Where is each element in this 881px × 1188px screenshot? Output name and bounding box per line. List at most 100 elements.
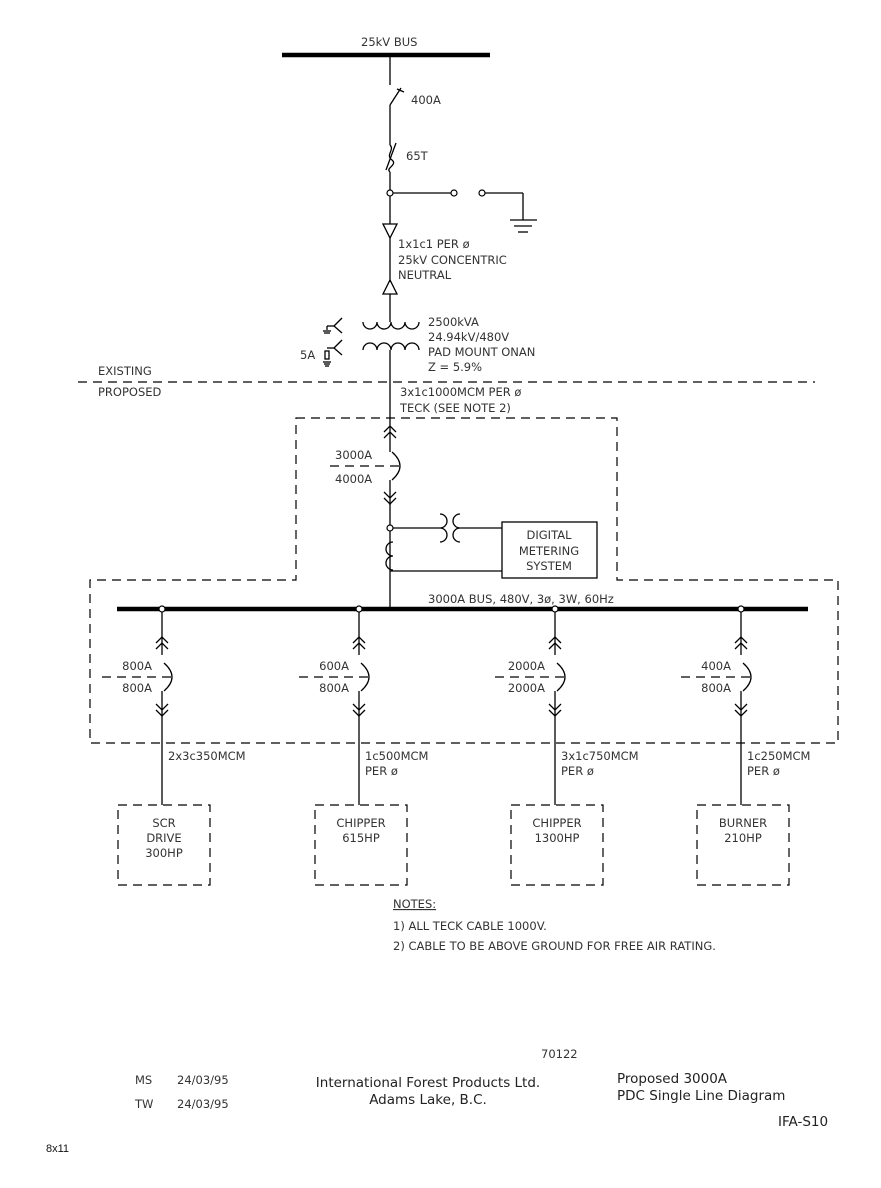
bus-tap-node [158,605,166,613]
draw-out-contact-icon [548,636,562,644]
draw-out-contact-icon [734,642,748,650]
potential-transformer-icon [439,513,461,543]
primary-cable-line-1: 1x1c1 PER ø [398,237,470,251]
feeder-cable-label: PER ø [365,764,398,778]
note-1: 1) ALL TECK CABLE 1000V. [393,919,547,933]
load-box [510,804,604,886]
feeder-cable-label: 1c500MCM [365,749,428,763]
feeder-frame-rating: 2000A [508,681,545,695]
breaker-arc-icon [163,662,173,692]
current-transformer-icon [385,541,394,571]
secondary-cable-line-1: 3x1c1000MCM PER ø [400,385,521,399]
metering-line-1: DIGITAL [527,528,573,542]
load-label: DRIVE [146,831,181,845]
draw-out-contact-icon [155,636,169,644]
feeder-frame-rating: 800A [701,681,731,695]
load-label: SCR [152,816,175,830]
transformer-icon [362,321,420,351]
drawing-number: IFA-S10 [778,1114,828,1130]
ground-switch-contact [478,189,486,197]
draw-out-contact-icon [155,642,169,650]
drawing-title-line-2: PDC Single Line Diagram [617,1088,785,1104]
sheet-size: 8x11 [46,1143,69,1155]
breaker-arc-icon [742,662,752,692]
draw-out-contact-icon [734,709,748,717]
ground-resistor-rating: 5A [300,348,315,362]
notes-title: NOTES: [393,897,436,911]
bus-tap-node [355,605,363,613]
load-box [117,804,211,886]
revision-1-initials: MS [135,1073,152,1087]
company-location: Adams Lake, B.C. [369,1092,487,1108]
main-breaker-frame: 4000A [335,472,372,486]
switch-rating: 400A [411,93,441,107]
revision-1-date: 24/03/95 [177,1073,229,1087]
draw-out-contact-icon [548,642,562,650]
switchgear-enclosure [89,417,839,744]
bus-tap-node [737,605,745,613]
bus-tap-node [551,605,559,613]
ground-icon [510,193,537,233]
transformer-kva: 2500kVA [428,315,479,329]
feeder-cable-label: PER ø [561,764,594,778]
draw-out-contact-icon [155,703,169,711]
metering-line-3: SYSTEM [526,559,572,573]
breaker-arc-icon [556,662,566,692]
main-breaker-trip: 3000A [335,448,372,462]
drawing-title-line-1: Proposed 3000A [617,1071,728,1087]
feeder-cable-label: 1c250MCM [747,749,810,763]
fuse-rating: 65T [406,149,429,163]
feeder-cable-label: 3x1c750MCM [561,749,639,763]
feeder-cable-label: PER ø [747,764,780,778]
revision-2-date: 24/03/95 [177,1097,229,1111]
main-breaker-icon [383,425,401,505]
25kv-bus-label: 25kV BUS [361,35,417,49]
draw-out-contact-icon [548,703,562,711]
proposed-label: PROPOSED [98,385,162,399]
breaker-arc-icon [360,662,370,692]
draw-out-contact-icon [734,703,748,711]
load-label: BURNER [719,816,767,830]
pt-tap-node [386,524,394,532]
note-2: 2) CABLE TO BE ABOVE GROUND FOR FREE AIR… [393,939,716,953]
load-box [696,804,790,886]
draw-out-contact-icon [352,703,366,711]
metering-line-2: METERING [519,544,579,558]
load-break-switch-icon [389,87,405,106]
ground-switch-contact [450,189,458,197]
load-label: 300HP [145,846,183,860]
transformer-impedance: Z = 5.9% [428,360,482,374]
fuse-icon [385,142,397,173]
junction-node [386,189,394,197]
wye-primary-ground-icon [323,317,343,334]
load-label: 1300HP [535,831,580,845]
load-box [314,804,408,886]
feeder-trip-rating: 2000A [508,659,545,673]
secondary-cable-line-2: TECK (SEE NOTE 2) [399,401,511,415]
primary-cable-line-2: 25kV CONCENTRIC [398,253,507,267]
primary-cable-line-3: NEUTRAL [398,268,452,282]
existing-label: EXISTING [98,364,152,378]
revision-2-initials: TW [134,1097,153,1111]
feeder-trip-rating: 400A [701,659,731,673]
cable-termination-icon [381,223,399,240]
draw-out-contact-icon [548,709,562,717]
feeder-trip-rating: 600A [319,659,349,673]
feeder-trip-rating: 800A [122,659,152,673]
draw-out-contact-icon [352,642,366,650]
draw-out-contact-icon [352,709,366,717]
company-name: International Forest Products Ltd. [316,1075,540,1091]
cable-termination-icon [381,278,399,295]
transformer-type: PAD MOUNT ONAN [428,345,535,359]
load-label: 615HP [342,831,380,845]
transformer-voltage: 24.94kV/480V [428,330,509,344]
draw-out-contact-icon [734,636,748,644]
load-label: 210HP [724,831,762,845]
load-label: CHIPPER [336,816,385,830]
